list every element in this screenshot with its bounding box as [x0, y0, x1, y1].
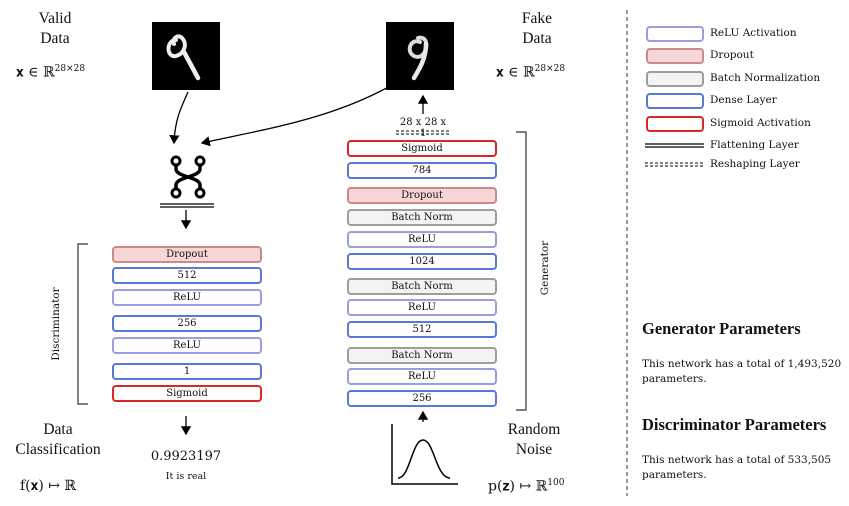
- disc-layer-dense-256: 256: [112, 315, 262, 332]
- legend-relu-label: ReLU Activation: [710, 27, 797, 39]
- legend-dense-label: Dense Layer: [710, 94, 777, 106]
- legend-flatten-label: Flattening Layer: [710, 139, 799, 151]
- fake-digit-image: [386, 22, 454, 90]
- fake-data-math: 𝐱 ∈ ℝ28×28: [496, 64, 566, 81]
- valid-digit-image: [152, 22, 220, 90]
- valid-to-merge-arrow: [169, 91, 189, 145]
- gen-layer-batchnorm-2: Batch Norm: [347, 278, 497, 295]
- disc-layer-dropout: Dropout: [112, 246, 262, 263]
- classification-result: It is real: [165, 471, 207, 482]
- legend-dense-swatch: [646, 93, 704, 109]
- gen-layer-dense-256: 256: [347, 390, 497, 407]
- legend-relu-swatch: [646, 26, 704, 42]
- gen-layer-batchnorm-1: Batch Norm: [347, 209, 497, 226]
- legend-batchnorm-swatch: [646, 71, 704, 87]
- legend-sigmoid-label: Sigmoid Activation: [710, 117, 811, 129]
- gen-layer-dense-512: 512: [347, 321, 497, 338]
- gen-layer-sigmoid: Sigmoid: [347, 140, 497, 157]
- gen-layer-batchnorm-3: Batch Norm: [347, 347, 497, 364]
- valid-data-math: 𝐱 ∈ ℝ28×28: [16, 64, 86, 81]
- gen-layer-relu-3: ReLU: [347, 368, 497, 385]
- legend-reshape-label: Reshaping Layer: [710, 158, 800, 170]
- fake-to-merge-arrow: [200, 84, 393, 147]
- disc-layer-relu-2: ReLU: [112, 337, 262, 354]
- discriminator-params-heading: Discriminator Parameters: [642, 415, 827, 434]
- legend-batchnorm-label: Batch Normalization: [710, 72, 821, 84]
- disc-layer-relu-1: ReLU: [112, 289, 262, 306]
- disc-layer-dense-512: 512: [112, 267, 262, 284]
- discriminator-label: Discriminator: [50, 287, 62, 361]
- gen-layer-dense-1024: 1024: [347, 253, 497, 270]
- disc-layer-sigmoid: Sigmoid: [112, 385, 262, 402]
- classification-value: 0.9923197: [150, 449, 222, 464]
- legend-dropout-label: Dropout: [710, 49, 754, 61]
- generator-bracket: [516, 131, 527, 411]
- legend-dropout-swatch: [646, 48, 704, 64]
- discriminator-bracket: [77, 243, 88, 405]
- gen-layer-dropout: Dropout: [347, 187, 497, 204]
- gen-layer-relu-2: ReLU: [347, 299, 497, 316]
- merge-icon: [170, 155, 206, 199]
- gen-layer-relu-1: ReLU: [347, 231, 497, 248]
- gen-layer-dense-784: 784: [347, 162, 497, 179]
- generator-label: Generator: [539, 240, 551, 296]
- reshape-label: 28 x 28 x 1: [399, 117, 447, 139]
- discriminator-output-math: f(𝐱) ↦ ℝ: [20, 478, 77, 494]
- legend-sigmoid-swatch: [646, 116, 704, 132]
- generator-params-heading: Generator Parameters: [642, 319, 801, 338]
- gaussian-noise-icon: [391, 424, 458, 485]
- disc-layer-dense-1: 1: [112, 363, 262, 380]
- generator-input-math: p(𝐳) ↦ ℝ100: [488, 478, 565, 495]
